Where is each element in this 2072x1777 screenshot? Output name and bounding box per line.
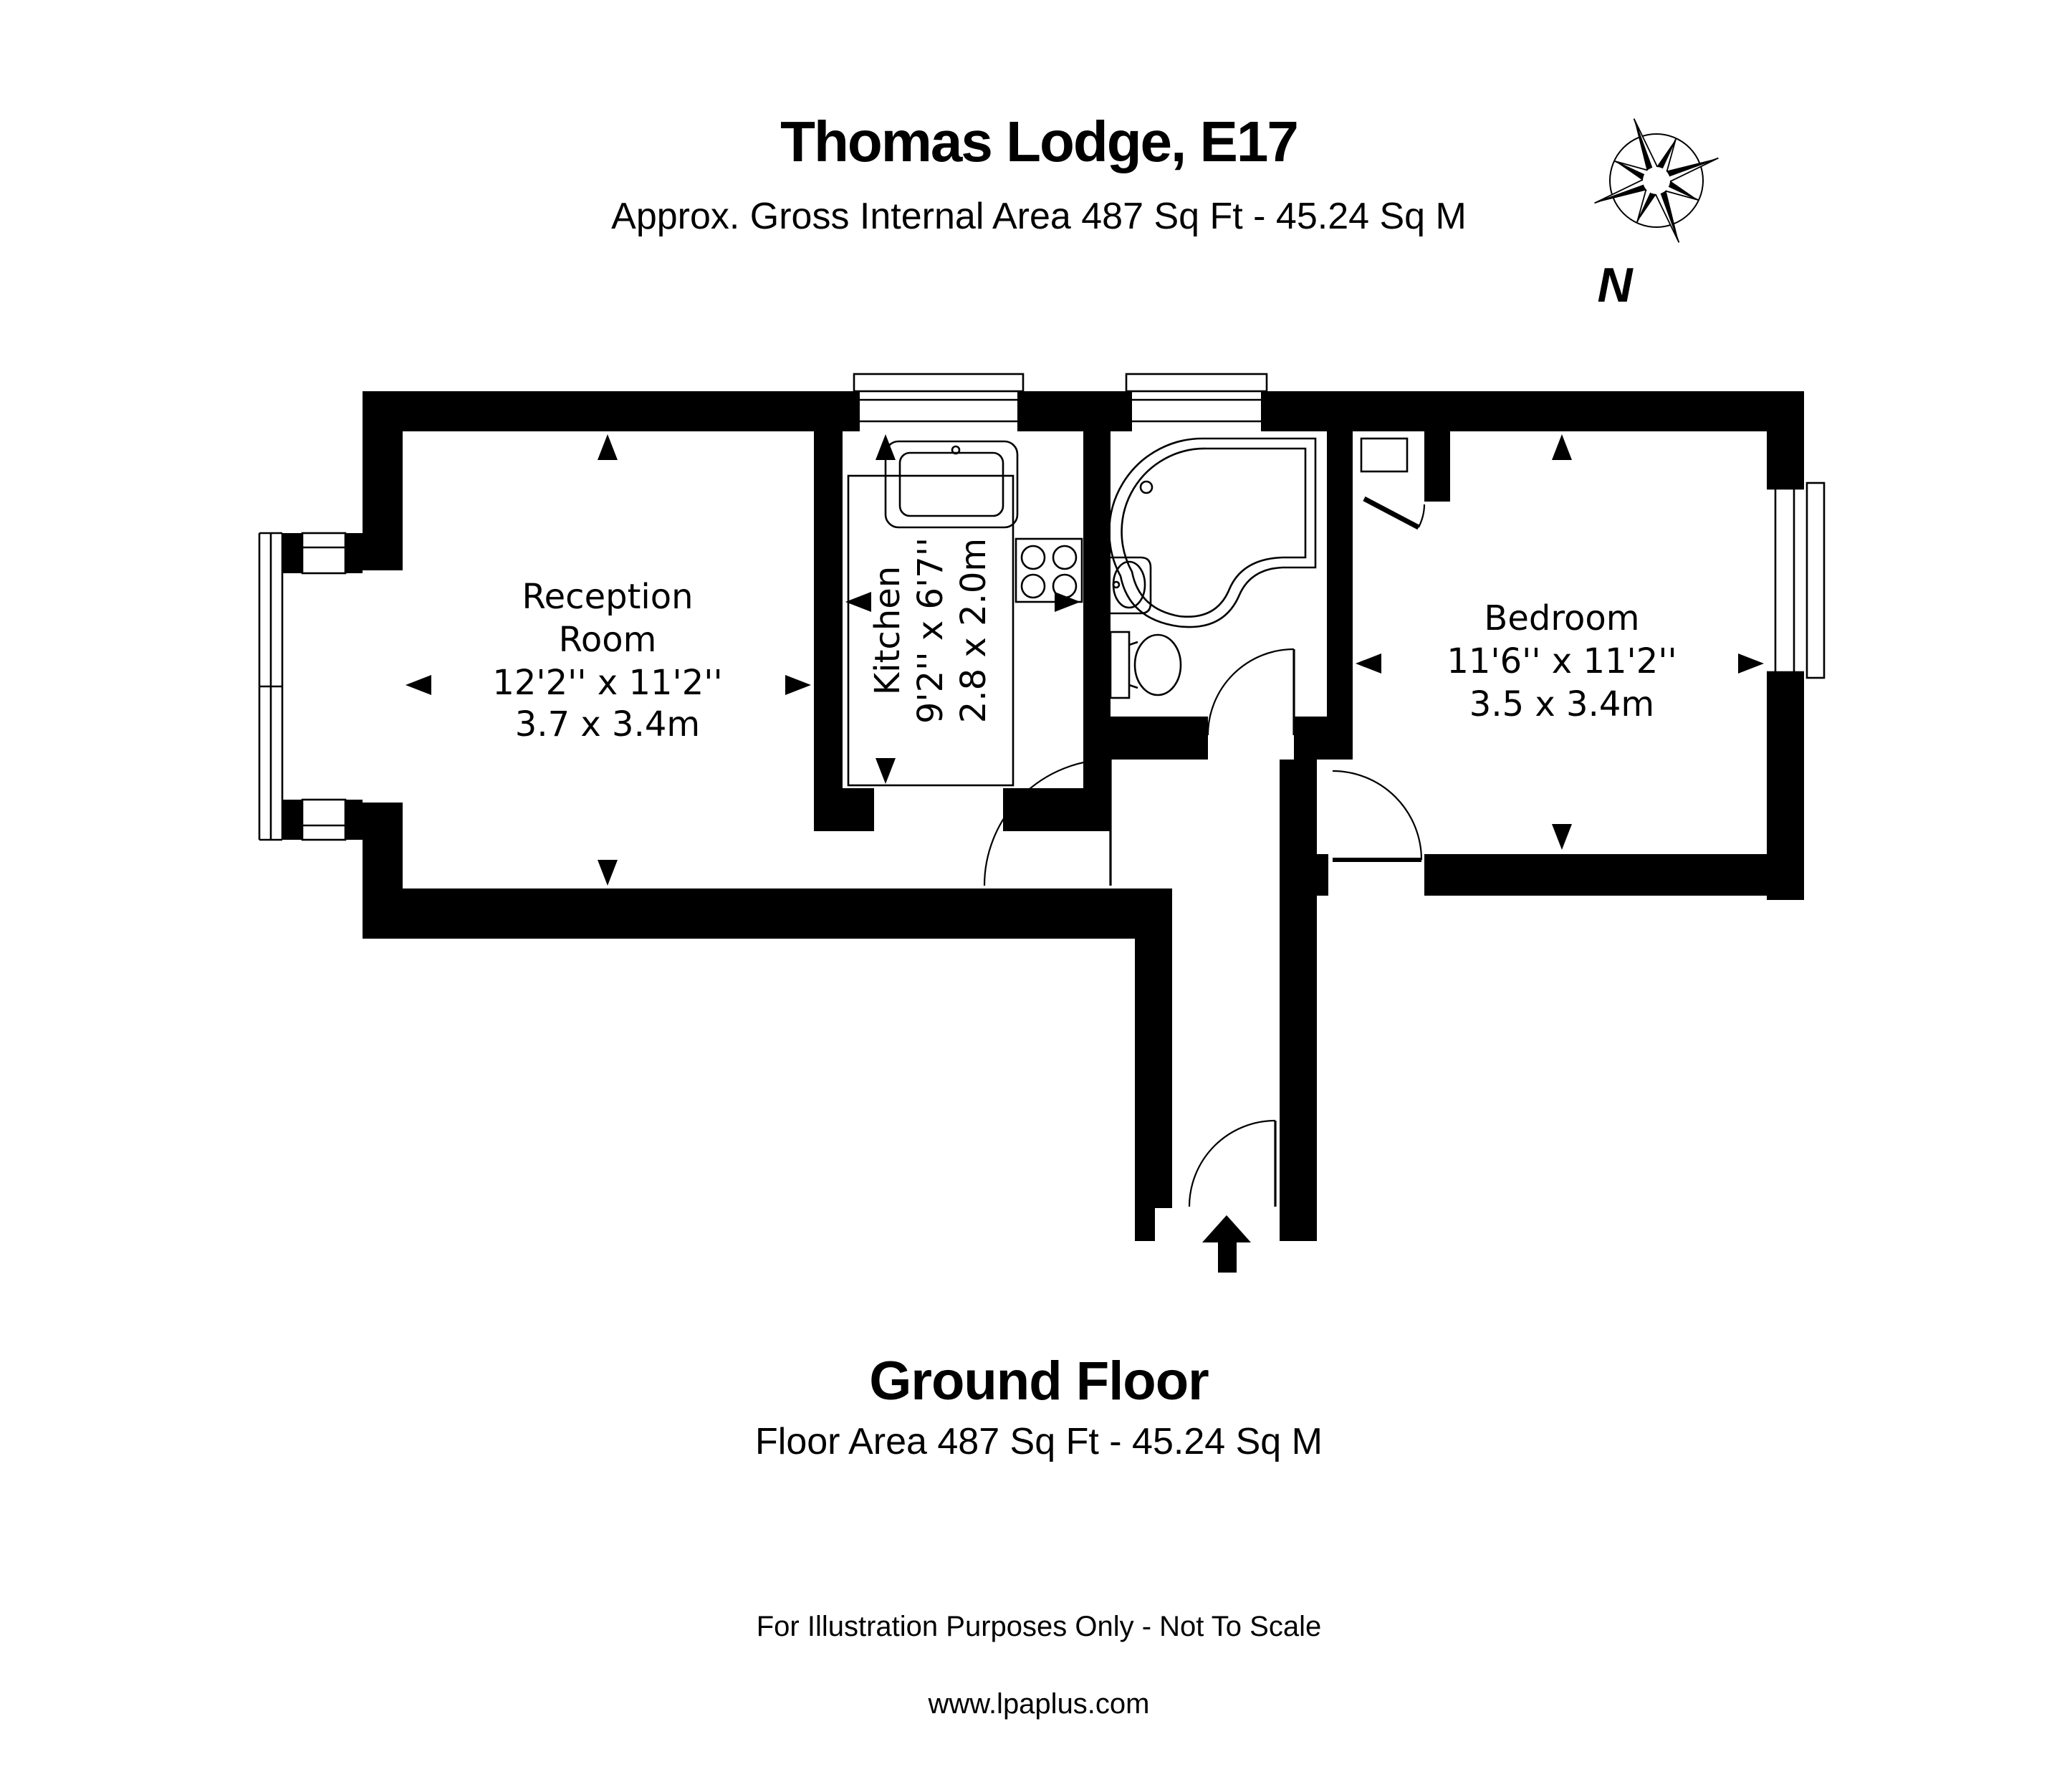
- website-text: www.lpaplus.com: [928, 1689, 1150, 1720]
- kitchen-window-glazing: [860, 398, 1017, 423]
- kitchen-arrow-left-icon: [845, 592, 871, 612]
- bedroom-window-glazing: [1767, 487, 1804, 674]
- wall-bath-bottom-right: [1294, 717, 1327, 760]
- reception-name-line2: Room: [558, 619, 657, 660]
- toilet-icon: [1109, 631, 1182, 699]
- wall-top-right: [1261, 391, 1804, 431]
- hob-icon: [1015, 537, 1083, 603]
- reception-door-arc: [983, 758, 1111, 886]
- kitchen-arrow-right-icon: [1055, 592, 1080, 612]
- bedroom-size-metric: 3.5 x 3.4m: [1469, 683, 1655, 724]
- bay-window-glazing: [258, 532, 284, 841]
- wall-right-upper: [1767, 391, 1804, 489]
- bedroom-size-imperial: 11'6'' x 11'2'': [1447, 641, 1677, 681]
- wall-right-lower: [1767, 672, 1804, 900]
- kitchen-arrow-down-icon: [876, 758, 896, 784]
- reception-size-metric: 3.7 x 3.4m: [514, 704, 701, 745]
- wall-cupboard-right: [1424, 427, 1450, 502]
- page-subtitle: Approx. Gross Internal Area 487 Sq Ft - …: [611, 194, 1467, 237]
- kitchen-name: Kitchen: [867, 565, 908, 696]
- wall-kitchen-bottom-left: [814, 788, 874, 831]
- bathroom-window-sill: [1125, 373, 1268, 393]
- reception-arrow-right-icon: [785, 675, 811, 695]
- doors: [983, 496, 1426, 1207]
- windows: [258, 373, 1826, 841]
- wall-kitchen-bottom-right: [1003, 788, 1111, 831]
- page-title: Thomas Lodge, E17: [780, 111, 1299, 174]
- corridor-notch: [1155, 1208, 1172, 1241]
- wall-top-left: [363, 391, 860, 431]
- cupboard-door-arc: [1418, 504, 1426, 528]
- bedroom-arrow-left-icon: [1356, 653, 1381, 674]
- reception-size-imperial: 12'2'' x 11'2'': [492, 662, 723, 702]
- floor-name: Ground Floor: [869, 1352, 1209, 1412]
- kitchen-arrow-up-icon: [876, 434, 896, 460]
- floor-area-text: Floor Area 487 Sq Ft - 45.24 Sq M: [755, 1419, 1323, 1462]
- bedroom-arrow-right-icon: [1738, 653, 1764, 674]
- bath-icon: [1108, 437, 1317, 628]
- reception-arrow-down-icon: [598, 860, 618, 886]
- basin-icon: [1111, 556, 1152, 615]
- bedroom-arrow-up-icon: [1552, 434, 1572, 460]
- reception-name-line1: Reception: [522, 577, 694, 617]
- compass-rose-icon: [1594, 118, 1719, 243]
- wall-bedroom-bottom-stub: [1317, 854, 1328, 896]
- kitchen-size-imperial: 9'2'' x 6'7'': [910, 537, 951, 724]
- wall-bay-top-b: [345, 533, 363, 573]
- cupboard-shelf: [1360, 437, 1409, 473]
- wall-bedroom-bottom: [1424, 854, 1804, 896]
- wall-top-mid: [1017, 391, 1132, 431]
- compass-north-label: N: [1597, 259, 1633, 313]
- reception-arrow-up-icon: [598, 434, 618, 460]
- bathroom-door-arc: [1207, 648, 1295, 736]
- bedroom-name: Bedroom: [1484, 598, 1640, 638]
- kitchen-counter: [847, 474, 1015, 787]
- dimension-arrows: [406, 434, 1764, 886]
- walls: [282, 391, 1804, 1241]
- wall-bath-bottom-left: [1083, 717, 1208, 760]
- wall-reception-kitchen: [814, 431, 843, 831]
- wall-bay-top-a: [282, 533, 302, 573]
- kitchen-sink-icon: [884, 440, 1019, 529]
- bedroom-arrow-down-icon: [1552, 824, 1572, 850]
- kitchen-room-label: Kitchen 9'2'' x 6'7'' 2.8 x 2.0m: [868, 537, 996, 724]
- wall-bath-bedroom: [1327, 431, 1353, 760]
- bay-window-top-pane: [301, 532, 347, 575]
- bathroom-window-glazing: [1132, 398, 1261, 423]
- bedroom-window-sill: [1805, 482, 1826, 679]
- reception-arrow-left-icon: [406, 675, 431, 695]
- bedroom-room-label: Bedroom 11'6'' x 11'2'' 3.5 x 3.4m: [1447, 598, 1677, 727]
- wall-bay-bottom-a: [282, 800, 302, 840]
- wall-reception-bottom: [363, 888, 1172, 939]
- reception-room-label: Reception Room 12'2'' x 11'2'' 3.7 x 3.4…: [492, 577, 722, 747]
- entrance-arrow-icon: [1202, 1215, 1251, 1273]
- wall-left-upper: [363, 391, 403, 570]
- kitchen-size-metric: 2.8 x 2.0m: [952, 537, 993, 724]
- bay-window-bottom-pane: [301, 798, 347, 841]
- wall-corridor-right: [1280, 760, 1317, 1241]
- cupboard-door-leaf: [1363, 496, 1420, 530]
- entrance-door-arc: [1188, 1119, 1276, 1207]
- wall-corridor-left: [1135, 939, 1172, 1241]
- kitchen-window-sill: [853, 373, 1025, 393]
- wall-bay-bottom-b: [345, 800, 363, 840]
- disclaimer-text: For Illustration Purposes Only - Not To …: [756, 1611, 1322, 1643]
- bedroom-door-arc: [1332, 770, 1423, 861]
